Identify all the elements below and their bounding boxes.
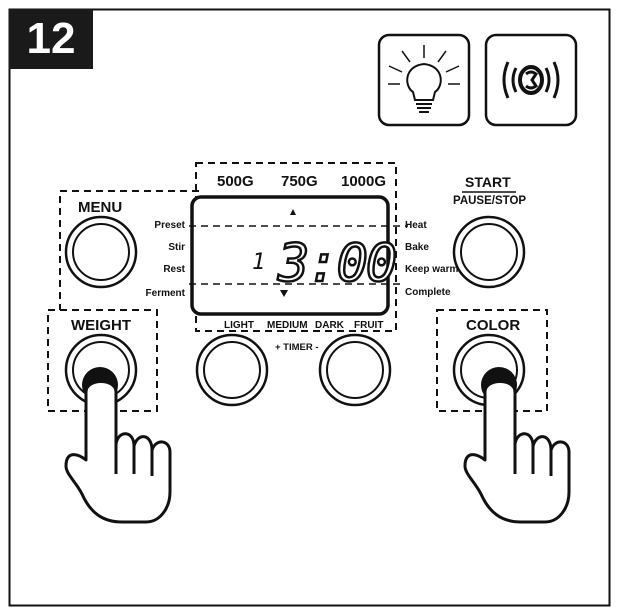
outer-frame [8,8,611,607]
time-readout: 3:00 [277,234,399,294]
light-bulb-icon [377,33,471,127]
program-number: 1 [252,250,266,275]
weight-button-hit[interactable] [66,335,136,405]
menu-label: MENU [78,199,123,216]
down-arrow-icon [280,290,288,297]
timer-plus-button-hit[interactable] [197,335,267,405]
weight-750g-label: 750G [281,173,318,190]
crust-medium-label: MEDIUM [267,320,308,331]
color-button-hit[interactable] [454,335,524,405]
timer-plus-button [195,333,269,407]
sound-icon [484,33,578,127]
status-complete: Complete [405,287,451,298]
timer-minus-button [318,333,392,407]
weight-1000g-label: 1000G [341,173,387,190]
timer-minus-button-hit[interactable] [320,335,390,405]
start-button-hit[interactable] [454,217,524,287]
crust-fruit-label: FRUIT [354,320,384,331]
pause-stop-label: PAUSE/STOP [453,195,527,207]
status-keep-warm: Keep warm [405,264,459,275]
menu-dashed-region [59,190,199,310]
crust-dark-label: DARK [315,320,344,331]
up-arrow-icon [290,209,296,215]
left-hand-icon [64,367,172,524]
start-button [452,215,526,289]
status-bake: Bake [405,242,429,253]
start-label: START [465,174,511,190]
weight-label: WEIGHT [71,317,131,334]
weight-500g-label: 500G [217,173,254,190]
status-heat: Heat [405,220,427,231]
crust-light-label: LIGHT [224,320,254,331]
menu-button [64,215,138,289]
menu-item-preset: Preset [154,220,185,231]
menu-item-stir: Stir [168,242,185,253]
step-number-badge: 12 [9,9,93,69]
menu-button-hit[interactable] [66,217,136,287]
timer-label: + TIMER - [275,342,319,353]
menu-item-ferment: Ferment [145,288,185,299]
right-hand-icon [463,367,571,524]
menu-item-rest: Rest [163,264,185,275]
color-label: COLOR [466,317,521,334]
